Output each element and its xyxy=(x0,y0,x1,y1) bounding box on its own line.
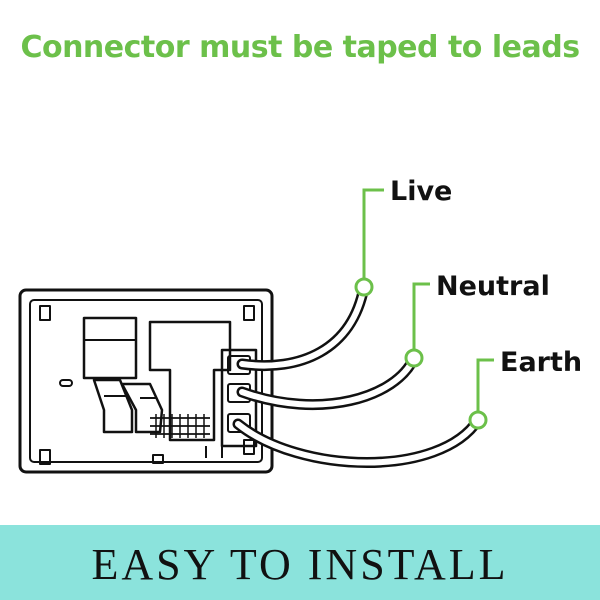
earth-wire xyxy=(232,414,484,468)
wires xyxy=(232,281,484,468)
banner: EASY TO INSTALL xyxy=(0,525,600,600)
neutral-wire xyxy=(236,352,420,411)
live-label: Live xyxy=(390,176,452,207)
socket-plate xyxy=(18,288,274,474)
earth-label: Earth xyxy=(500,347,582,378)
banner-text: EASY TO INSTALL xyxy=(91,540,509,589)
neutral-label: Neutral xyxy=(436,271,550,302)
wiring-diagram: Live Neutral Earth xyxy=(18,176,582,474)
neutral-leader xyxy=(412,282,430,358)
earth-marker xyxy=(468,410,488,430)
earth-leader xyxy=(476,358,494,420)
connection-markers xyxy=(354,277,488,430)
neutral-marker xyxy=(404,348,424,368)
live-marker xyxy=(354,277,374,297)
live-leader xyxy=(362,188,384,287)
live-wire xyxy=(236,281,370,372)
headline: Connector must be taped to leads xyxy=(20,30,580,65)
leader-lines xyxy=(362,188,494,420)
